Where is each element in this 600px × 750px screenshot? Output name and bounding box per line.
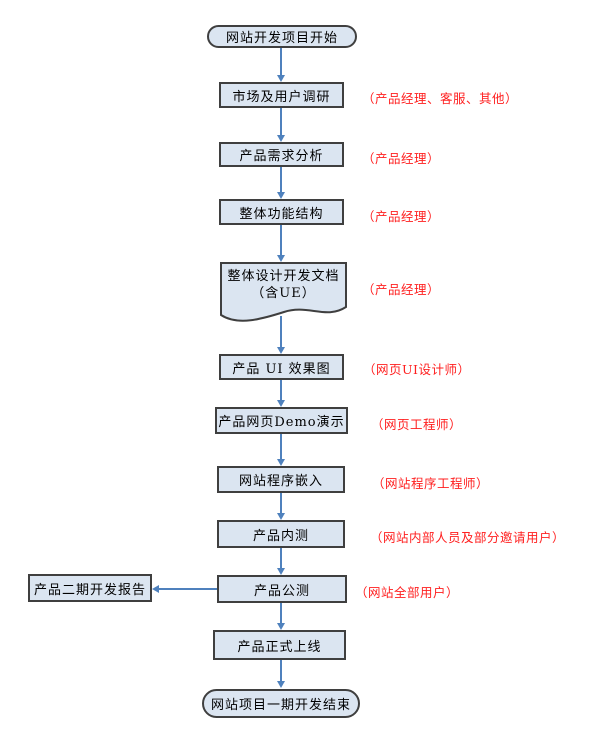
arrow-structure-to-document	[277, 225, 285, 262]
arrowhead-down-icon	[277, 681, 285, 688]
arrow-requirement-to-structure	[277, 167, 285, 199]
arrow-demo-to-program	[277, 434, 285, 466]
arrowhead-down-icon	[277, 347, 285, 354]
annotation-requirement-analysis: （产品经理）	[362, 151, 441, 166]
annotation-web-demo: （网页工程师）	[371, 417, 463, 432]
node-phase2-report: 产品二期开发报告	[28, 574, 152, 602]
node-ui-mockup: 产品 UI 效果图	[219, 354, 344, 380]
node-function-structure: 整体功能结构	[219, 199, 344, 225]
document-label-line1: 整体设计开发文档	[227, 269, 340, 284]
arrow-program-to-alpha	[277, 493, 285, 520]
arrow-ui-to-demo	[277, 380, 285, 407]
arrowhead-down-icon	[277, 192, 285, 199]
node-official-launch: 产品正式上线	[213, 630, 346, 660]
arrowhead-down-icon	[277, 75, 285, 82]
arrow-research-to-requirement	[277, 108, 285, 142]
arrowhead-down-icon	[277, 568, 285, 575]
annotation-ui-mockup: （网页UI设计师）	[363, 362, 471, 377]
arrow-document-to-ui	[277, 316, 285, 354]
annotation-public-beta: （网站全部用户）	[355, 585, 460, 600]
annotation-design-document: （产品经理）	[362, 282, 441, 297]
arrow-beta-to-launch	[277, 603, 285, 630]
annotation-program-embed: （网站程序工程师）	[372, 476, 490, 491]
node-program-embed: 网站程序嵌入	[217, 466, 345, 493]
arrowhead-down-icon	[277, 255, 285, 262]
node-internal-test: 产品内测	[217, 520, 345, 548]
end-node: 网站项目一期开发结束	[202, 689, 360, 718]
node-public-beta: 产品公测	[217, 575, 347, 603]
arrow-launch-to-end	[277, 660, 285, 688]
start-node: 网站开发项目开始	[207, 25, 357, 48]
arrowhead-down-icon	[277, 135, 285, 142]
node-web-demo: 产品网页Demo演示	[215, 407, 348, 434]
arrowhead-down-icon	[277, 459, 285, 466]
arrowhead-down-icon	[277, 400, 285, 407]
document-shape-icon	[220, 262, 347, 322]
node-market-research: 市场及用户调研	[219, 82, 344, 108]
document-label-line2: （含UE）	[251, 286, 316, 301]
arrowhead-left-icon	[152, 585, 159, 593]
annotation-market-research: （产品经理、客服、其他）	[362, 91, 519, 106]
arrow-start-to-research	[277, 48, 285, 82]
node-design-document: 整体设计开发文档 （含UE）	[220, 262, 347, 330]
arrow-alpha-to-beta	[277, 548, 285, 575]
arrow-beta-to-report	[152, 585, 217, 593]
node-requirement-analysis: 产品需求分析	[219, 142, 344, 167]
annotation-function-structure: （产品经理）	[362, 209, 441, 224]
arrowhead-down-icon	[277, 623, 285, 630]
annotation-internal-test: （网站内部人员及部分邀请用户）	[370, 530, 566, 545]
arrowhead-down-icon	[277, 513, 285, 520]
